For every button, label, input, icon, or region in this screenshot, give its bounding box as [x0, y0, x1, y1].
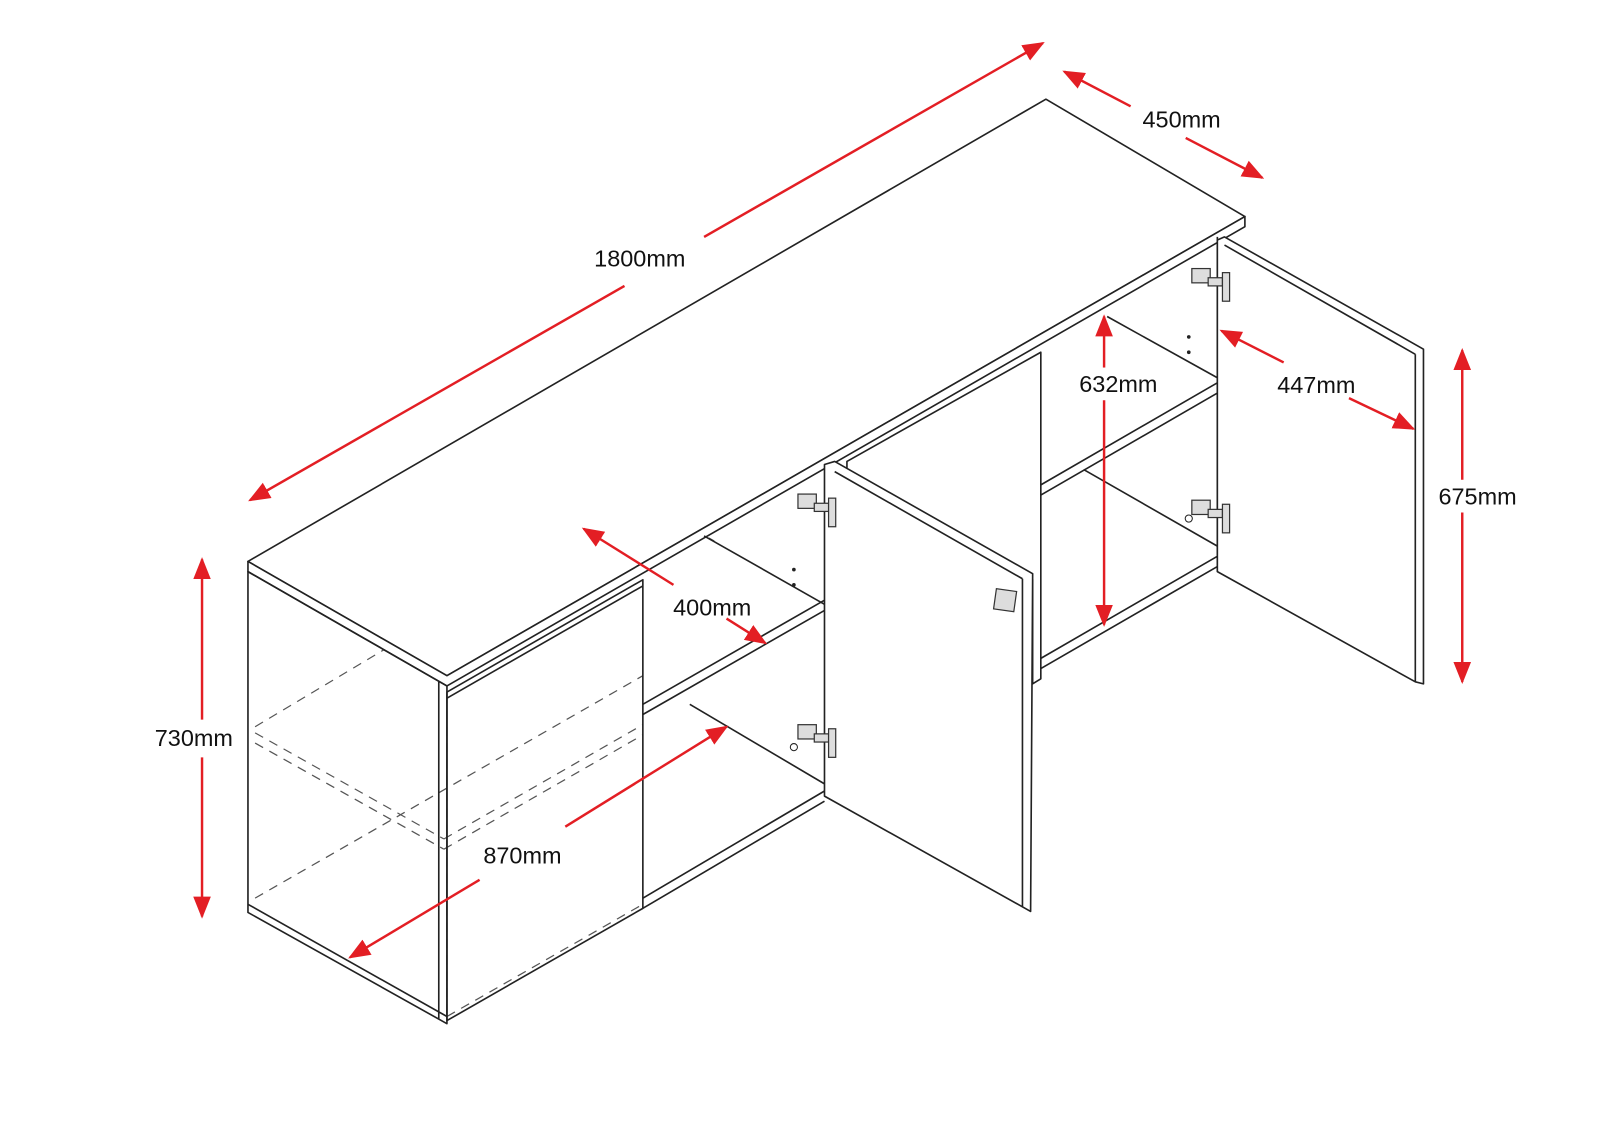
label-total-depth: 450mm: [1143, 107, 1221, 133]
right-door: [1216, 236, 1425, 685]
dimension-870: 870mm: [348, 725, 729, 959]
dimension-675: 675mm: [1438, 347, 1517, 685]
middle-compartment: [642, 535, 825, 910]
label-inner-height: 632mm: [1079, 371, 1157, 397]
dimension-400: 400mm: [581, 527, 768, 645]
label-door-height: 675mm: [1438, 483, 1516, 509]
dimension-632: 632mm: [1079, 314, 1157, 627]
hinge-icon: [797, 267, 1231, 758]
label-inner-width: 870mm: [483, 842, 561, 868]
dimension-450: 450mm: [1062, 70, 1265, 179]
label-total-width: 1800mm: [594, 246, 685, 272]
dimension-730: 730mm: [155, 557, 233, 919]
dimension-447: 447mm: [1219, 329, 1416, 430]
lock-icon: [992, 587, 1018, 613]
left-side-panel: [247, 570, 448, 1025]
label-total-height: 730mm: [155, 725, 233, 751]
dimension-1800: 1800mm: [248, 41, 1045, 502]
label-door-width: 447mm: [1277, 372, 1355, 398]
label-shelf-depth: 400mm: [673, 595, 751, 621]
